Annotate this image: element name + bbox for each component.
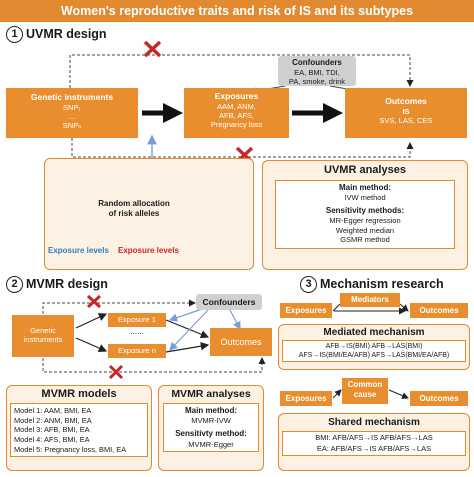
mvmr-main-value: MVMR-IVW [191, 416, 231, 426]
red-x-icon [143, 40, 162, 58]
page-title: Women's reproductive traits and risk of … [0, 0, 474, 22]
exposures-box: Exposures AAM, ANM, AFB, AFS, Pregnancy … [184, 88, 289, 138]
mvmr-model-item: Model 4: AFS, BMI, EA [14, 434, 90, 444]
red-x-icon [86, 294, 102, 309]
confounders-line: PA, smoke, drink [288, 76, 346, 86]
mediated-mechanism-panel: Mediated mechanism AFB→IS(BMI) AFB→LAS(B… [278, 324, 470, 370]
mediators-box: Mediators [340, 293, 400, 307]
random-allocation-panel [44, 158, 254, 270]
mvmr-genetic-box: Genetic instruments [12, 315, 74, 357]
mvmr-models-list: Model 1: AAM, BMI, EA Model 2: ANM, BMI,… [10, 403, 148, 458]
mvmr-model-item: Model 1: AAM, BMI, EA [14, 406, 92, 415]
sensitivity-method: GSMR method [340, 235, 390, 245]
outcomes-title: Outcomes [385, 96, 427, 106]
snp-first: SNP₁ [63, 102, 81, 112]
common-cause-box: Common cause [342, 378, 388, 404]
mvmr-genetic-line: instruments [23, 335, 63, 345]
shared-line: EA: AFB/AFS→IS AFB/AFS→LAS [316, 443, 432, 453]
random-allocation-label: Random allocation of risk alleles [94, 199, 174, 218]
shared-mechanism-title: Shared mechanism [328, 417, 420, 428]
main-method-label: Main method: [339, 183, 391, 192]
mediated-line: AFS→IS(BMI/EA/AFB) AFS→LAS(BMI/EA/AFB) [298, 352, 450, 360]
section-title: UVMR design [26, 26, 107, 41]
mech-exposures-box: Exposures [280, 303, 332, 318]
uvmr-analyses-title: UVMR analyses [324, 164, 406, 176]
exposure-n-box: Exposure n [108, 344, 166, 358]
sensitivity-methods-label: Sensitivity methods: [325, 206, 405, 216]
mvmr-analyses-panel: MVMR analyses Main method: MVMR-IVW Sens… [158, 385, 264, 471]
outcomes-main: IS [402, 106, 410, 116]
section-number: 3 [300, 276, 317, 293]
mvmr-model-item: Model 5: Pregnancy loss, BMI, EA [14, 444, 127, 454]
exposures-title: Exposures [214, 91, 259, 101]
confounders-title: Confounders [292, 58, 342, 67]
mvmr-sens-value: MVMR-Egger [188, 439, 234, 449]
random-allocation-line: Random allocation [98, 199, 170, 208]
exposure-ellipsis: ...... [130, 327, 144, 336]
mvmr-models-panel: MVMR models Model 1: AAM, BMI, EA Model … [6, 385, 152, 471]
section-title: Mechanism research [320, 276, 444, 291]
outcomes-subtypes: SVS, LAS, CES [379, 116, 433, 125]
mech-outcomes-box-2: Outcomes [410, 391, 468, 406]
exposures-line: Pregnancy loss [210, 120, 263, 130]
mediated-line: AFB→IS(BMI) AFB→LAS(BMI) [325, 343, 423, 350]
mvmr-analyses-title: MVMR analyses [171, 388, 251, 400]
mvmr-model-item: Model 3: AFB, BMI, EA [14, 425, 90, 435]
exposure-levels-high: Exposure levels [118, 246, 179, 255]
uvmr-methods-box: Main method: IVW method Sensitivity meth… [275, 180, 455, 249]
random-allocation-line: of risk alleles [108, 208, 160, 218]
mvmr-models-title: MVMR models [41, 388, 117, 400]
exposure-1-box: Exposure 1 [108, 313, 166, 327]
genetic-instruments-box: Genetic instruments SNP₁ ... SNPₙ [6, 88, 138, 138]
red-x-icon [108, 364, 124, 380]
exposure-levels-low: Exposure levels [48, 246, 109, 255]
dashed-path-genetic-outcomes [69, 54, 414, 88]
mediated-mechanism-title: Mediated mechanism [323, 327, 425, 338]
confounders-box: Confounders EA, BMI, TDI, PA, smoke, dri… [278, 56, 356, 86]
mvmr-genetic-line: Genetic [30, 326, 56, 335]
mvmr-sens-label: Sensitivty method: [175, 429, 247, 439]
exposures-line: AAM, ANM, [217, 101, 256, 111]
section-number: 2 [6, 276, 23, 293]
common-cause-line: cause [353, 389, 377, 399]
mvmr-outcomes-box: Outcomes [210, 328, 272, 356]
section-title: MVMR design [26, 276, 108, 291]
common-cause-line: Common [347, 380, 383, 389]
mediated-mechanism-list: AFB→IS(BMI) AFB→LAS(BMI) AFS→IS(BMI/EA/A… [282, 340, 466, 363]
main-method-value: IVW method [344, 193, 386, 202]
mech-outcomes-box: Outcomes [410, 303, 468, 318]
shared-mechanism-panel: Shared mechanism BMI: AFB/AFS→IS AFB/AFS… [278, 413, 470, 471]
shared-mechanism-list: BMI: AFB/AFS→IS AFB/AFS→LAS EA: AFB/AFS→… [282, 431, 466, 456]
mvmr-model-item: Model 2: ANM, BMI, EA [14, 415, 92, 425]
mech-exposures-box-2: Exposures [280, 391, 332, 406]
mvmr-confounders-box: Confounders [196, 294, 262, 310]
outcomes-box: Outcomes IS SVS, LAS, CES [345, 88, 467, 138]
uvmr-analyses-panel: UVMR analyses Main method: IVW method Se… [262, 160, 468, 270]
section-number: 1 [6, 26, 23, 43]
mvmr-main-label: Main method: [185, 406, 237, 415]
mvmr-methods-box: Main method: MVMR-IVW Sensitivty method:… [163, 403, 259, 453]
shared-line: BMI: AFB/AFS→IS AFB/AFS→LAS [315, 433, 433, 442]
snp-last: SNPₙ [62, 121, 82, 131]
sensitivity-method: Weighted median [335, 225, 395, 235]
exposures-line: AFB, AFS, [218, 111, 254, 120]
sensitivity-method: MR-Egger regression [329, 216, 401, 226]
genetic-instruments-title: Genetic instruments [30, 92, 114, 102]
snp-ellipsis: ... [68, 112, 76, 121]
confounders-line: EA, BMI, TDI, [294, 67, 340, 77]
